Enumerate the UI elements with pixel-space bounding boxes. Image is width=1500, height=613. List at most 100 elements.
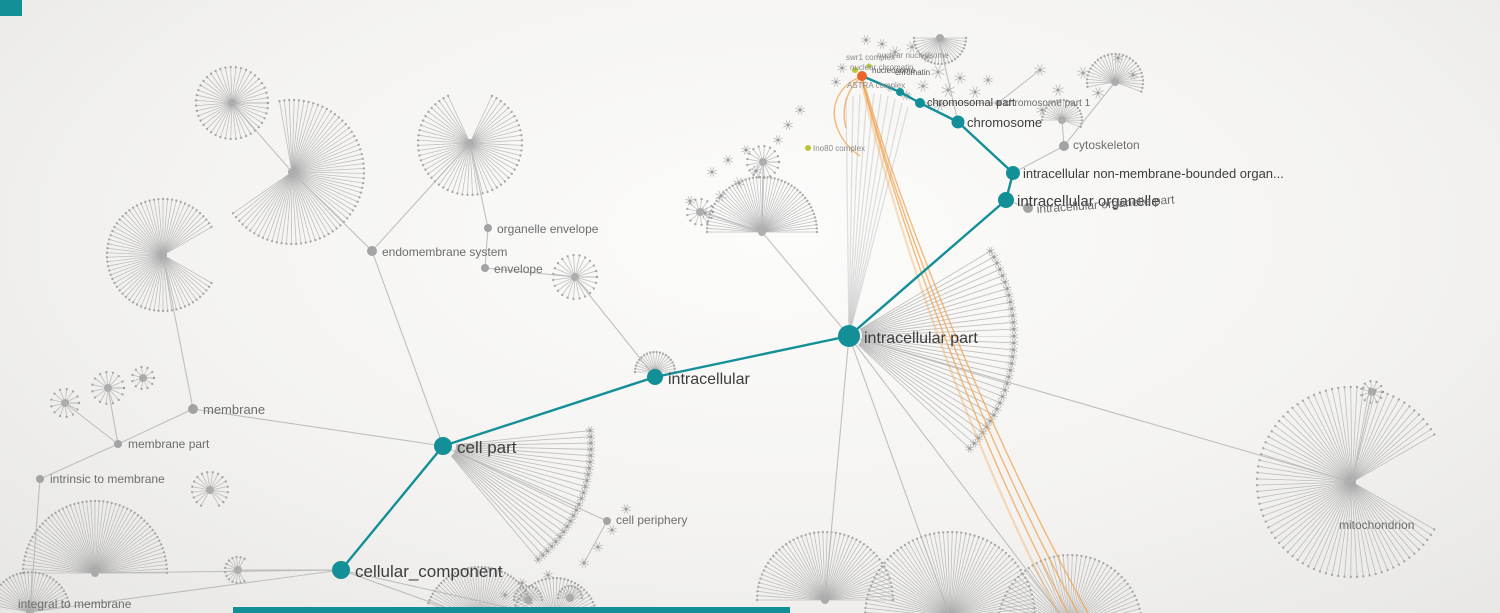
cluster-star[interactable]	[1009, 324, 1019, 334]
node-label-cell-periphery[interactable]: cell periphery	[616, 513, 687, 527]
cluster-star[interactable]	[566, 516, 575, 526]
cluster-star[interactable]	[715, 190, 727, 202]
node-intrinsic-to-membrane[interactable]	[36, 475, 44, 483]
cluster-fan[interactable]	[1255, 385, 1436, 579]
tiny-node-label[interactable]: nucleosome	[872, 66, 916, 75]
cluster-fan[interactable]	[1085, 52, 1145, 93]
node-label-cytoskeleton[interactable]: cytoskeleton	[1073, 138, 1140, 152]
node-label-membrane[interactable]: membrane	[203, 402, 265, 417]
cluster-fan[interactable]	[91, 370, 126, 406]
cluster-fan[interactable]	[105, 197, 213, 313]
cluster-star[interactable]	[954, 72, 966, 84]
cluster-star[interactable]	[1077, 67, 1089, 79]
cluster-star[interactable]	[621, 504, 631, 514]
cluster-star[interactable]	[995, 398, 1005, 408]
cluster-star[interactable]	[998, 392, 1007, 401]
cluster-star[interactable]	[983, 75, 993, 85]
cluster-star[interactable]	[831, 77, 841, 87]
cluster-star[interactable]	[1004, 290, 1014, 300]
cluster-star[interactable]	[1009, 331, 1019, 341]
tiny-node-label[interactable]: Ino80 complex	[813, 144, 865, 153]
cluster-fan[interactable]	[863, 530, 1037, 613]
cluster-star[interactable]	[543, 570, 553, 580]
cluster-star[interactable]	[795, 105, 805, 115]
cluster-fan[interactable]	[50, 387, 81, 419]
cluster-star[interactable]	[1008, 352, 1018, 361]
cluster-star[interactable]	[992, 404, 1002, 414]
node-intracellular[interactable]	[647, 369, 663, 385]
cluster-star[interactable]	[992, 258, 1002, 268]
highlight-dot[interactable]	[805, 145, 811, 151]
cluster-star[interactable]	[586, 451, 596, 460]
cluster-star[interactable]	[917, 80, 929, 92]
node-label-envelope[interactable]: envelope	[494, 262, 543, 276]
node-label-intracellular-nmb-organelle[interactable]: intracellular non-membrane-bounded organ…	[1023, 166, 1284, 181]
node-chromatin-cluster[interactable]	[896, 88, 904, 96]
node-label-intracellular-organelle[interactable]: intracellular organelle	[1017, 193, 1160, 210]
cluster-fan[interactable]	[131, 365, 156, 391]
node-chromosomal-part[interactable]	[915, 98, 925, 108]
cluster-star[interactable]	[572, 505, 581, 515]
cluster-star[interactable]	[1006, 297, 1015, 307]
cluster-star[interactable]	[969, 86, 981, 98]
cluster-star[interactable]	[582, 476, 592, 485]
tiny-node-label[interactable]: nuclear nucleosome	[877, 51, 949, 60]
cluster-star[interactable]	[995, 264, 1005, 274]
node-endomembrane-system[interactable]	[367, 246, 377, 256]
node-cell-periphery[interactable]	[603, 517, 611, 525]
cluster-star[interactable]	[750, 165, 762, 177]
cluster-star[interactable]	[574, 500, 584, 509]
cluster-fan[interactable]	[0, 570, 71, 613]
node-intracellular-organelle-part[interactable]	[1023, 203, 1033, 213]
cluster-star[interactable]	[941, 83, 955, 97]
node-intracellular-nmb-organelle[interactable]	[1006, 166, 1020, 180]
cluster-star[interactable]	[585, 457, 595, 467]
node-label-chromosome[interactable]: chromosome	[967, 115, 1042, 130]
cluster-star[interactable]	[837, 63, 847, 73]
cluster-fan[interactable]	[1040, 98, 1084, 129]
cluster-star[interactable]	[969, 439, 979, 448]
cluster-star[interactable]	[1007, 359, 1017, 368]
cluster-star[interactable]	[889, 46, 901, 58]
cluster-star[interactable]	[1000, 385, 1010, 395]
node-envelope[interactable]	[481, 264, 489, 272]
cluster-star[interactable]	[533, 555, 543, 564]
cluster-star[interactable]	[1006, 365, 1015, 375]
cluster-star[interactable]	[585, 463, 594, 473]
cluster-star[interactable]	[989, 252, 999, 262]
node-label-chromosomal-part[interactable]: chromosomal part	[927, 97, 1015, 109]
cluster-fan[interactable]	[912, 34, 968, 66]
cluster-fan[interactable]	[1360, 379, 1385, 405]
tiny-node-label[interactable]: swr1 complex	[846, 53, 895, 62]
cluster-star[interactable]	[1128, 70, 1138, 80]
node-organelle-envelope[interactable]	[484, 224, 492, 232]
cluster-star[interactable]	[1092, 87, 1104, 99]
cluster-star[interactable]	[1113, 53, 1123, 63]
cluster-fan[interactable]	[552, 253, 599, 301]
cluster-star[interactable]	[593, 542, 603, 552]
cluster-star[interactable]	[607, 525, 617, 535]
node-label-intracellular-part[interactable]: intracellular part	[864, 330, 978, 347]
cluster-star[interactable]	[1007, 304, 1017, 314]
cluster-star[interactable]	[1000, 277, 1010, 287]
node-label[interactable]: integral to membrane	[18, 597, 132, 611]
node-label-intracellular[interactable]: intracellular	[668, 371, 750, 388]
node-chromosome[interactable]	[951, 115, 965, 129]
node-label-membrane-part[interactable]: membrane part	[128, 437, 210, 451]
highlight-dot[interactable]	[852, 67, 858, 73]
node-intracellular-organelle[interactable]	[998, 192, 1014, 208]
node-intracellular-part[interactable]	[838, 325, 860, 347]
cluster-star[interactable]	[1036, 104, 1048, 116]
node-nucleosome[interactable]	[857, 71, 867, 81]
cluster-star[interactable]	[581, 482, 590, 491]
cluster-fan[interactable]	[997, 553, 1143, 613]
cluster-star[interactable]	[1052, 84, 1064, 96]
cluster-star[interactable]	[1002, 379, 1012, 388]
cluster-star[interactable]	[562, 522, 572, 531]
cluster-star[interactable]	[986, 246, 995, 256]
cluster-fan[interactable]	[21, 499, 169, 577]
cluster-star[interactable]	[699, 207, 711, 219]
tiny-node-label[interactable]: chromatin	[895, 68, 930, 77]
cluster-star[interactable]	[583, 470, 593, 479]
cluster-fan[interactable]	[190, 471, 230, 507]
